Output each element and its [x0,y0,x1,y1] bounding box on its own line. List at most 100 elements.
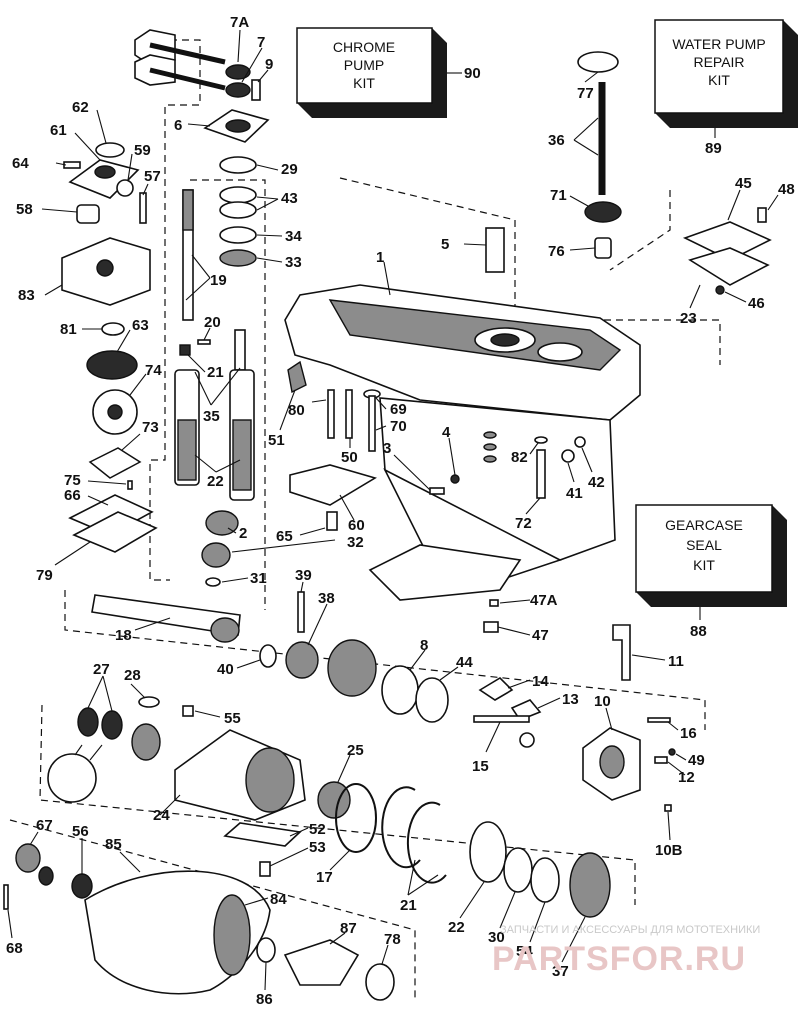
cam-60 [289,464,377,506]
part-label: 68 [6,940,23,957]
water-pump-kit-number: 89 [705,140,722,157]
retaining-ring-21b [406,801,447,884]
nut-67b [38,866,54,886]
part-label: 81 [60,321,77,338]
grommet-77 [577,51,619,73]
part-label: 30 [488,929,505,946]
watermark-brand: PARTSFOR.RU [492,940,746,978]
gearcase-seal-kit-line-2: SEAL [686,537,722,553]
seal-27a [77,707,99,737]
part-label: 31 [250,570,267,587]
part-label: 16 [680,725,697,742]
oring-46 [715,285,725,295]
part-label: 45 [735,175,752,192]
water-pump-kit-box: WATER PUMP REPAIR KIT 89 [654,19,798,157]
part-label: 75 [64,472,81,489]
seal-27b [101,710,123,740]
part-label: 19 [210,272,227,289]
plug-47 [483,621,499,633]
part-label: 78 [384,931,401,948]
water-pump-kit-line-3: KIT [708,72,730,88]
stud-70 [368,395,376,452]
screw-48 [757,207,767,223]
part-label: 66 [64,487,81,504]
retaining-ring-21a [381,786,421,869]
chrome-pump-kit-line-1: CHROME [333,39,395,55]
liner-63 [86,350,138,380]
part-label: 52 [309,821,326,838]
part-label: 32 [347,534,364,551]
washer-43b [219,201,257,219]
part-label: 47 [532,627,549,644]
group-outline-shafts [190,179,266,610]
pinion-shaft-22 [174,369,255,501]
part-label: 56 [72,823,89,840]
retainer-40 [259,644,277,668]
screw-28 [138,696,160,708]
leader-lines [7,29,779,991]
pin-16 [647,717,671,723]
part-label: 53 [309,839,326,856]
part-label: 10B [655,842,683,859]
gearcase-housing [284,284,641,601]
plug-42 [574,436,586,448]
plate-52 [223,822,302,847]
part-4 [450,474,460,484]
part-label: 7A [230,14,249,31]
gasket-79 [72,511,158,553]
screw-57 [139,192,147,224]
gear-32 [201,542,231,568]
clutch-dog-38 [285,641,319,679]
reverse-gear-37 [569,852,611,918]
seal-71 [584,201,622,223]
cotter-pin-68 [3,884,9,910]
group-outline-water-pump [609,190,671,271]
group-outline-center [339,177,516,320]
bolt-80 [327,389,335,439]
part-label: 62 [72,99,89,116]
part-label: 17 [316,869,333,886]
part-label: 12 [678,769,695,786]
liner-58 [76,204,100,224]
part-label: 43 [281,190,298,207]
part-label: 3 [383,440,391,457]
part-label: 76 [548,243,565,260]
part-label: 65 [276,528,293,545]
pin-39 [297,591,305,633]
hub-87 [283,939,360,986]
watermark-caption: ЗАПЧАСТИ И АКСЕССУАРЫ ДЛЯ МОТОТЕХНИКИ [500,924,760,936]
bolt-50 [345,389,353,439]
bearing-54 [530,857,560,903]
gearcase-seal-kit-box: GEARCASE SEAL KIT 88 [635,504,787,640]
part-label: 11 [668,653,684,670]
part-label: 70 [390,418,407,435]
thrust-washer-56 [71,873,93,899]
part-label: 58 [16,201,33,218]
part-label: 15 [472,758,489,775]
part-label: 6 [174,117,182,134]
gearcase-seal-kit-line-1: GEARCASE [665,517,743,533]
shift-rod-35 [234,329,246,371]
bearing-carrier-24 [174,729,306,821]
washer-82 [534,436,548,444]
screw-65 [326,511,338,531]
part-label: 22 [207,473,224,490]
grommet-7 [225,82,251,98]
screw-53 [259,861,271,877]
part-label: 61 [50,122,67,139]
part-label: 67 [36,817,53,834]
shim-22 [469,821,507,883]
part-label: 36 [548,132,565,149]
bearing-prop [131,723,161,761]
chrome-tube-fittings [134,29,226,91]
part-label: 29 [281,161,298,178]
plug-41 [561,449,575,463]
chrome-pump-kit-line-2: PUMP [344,57,384,73]
part-label: 73 [142,419,159,436]
part-label: 34 [285,228,302,245]
forward-gear-8-gear [327,639,377,697]
part-label: 87 [340,920,357,937]
spring-21 [179,344,191,356]
